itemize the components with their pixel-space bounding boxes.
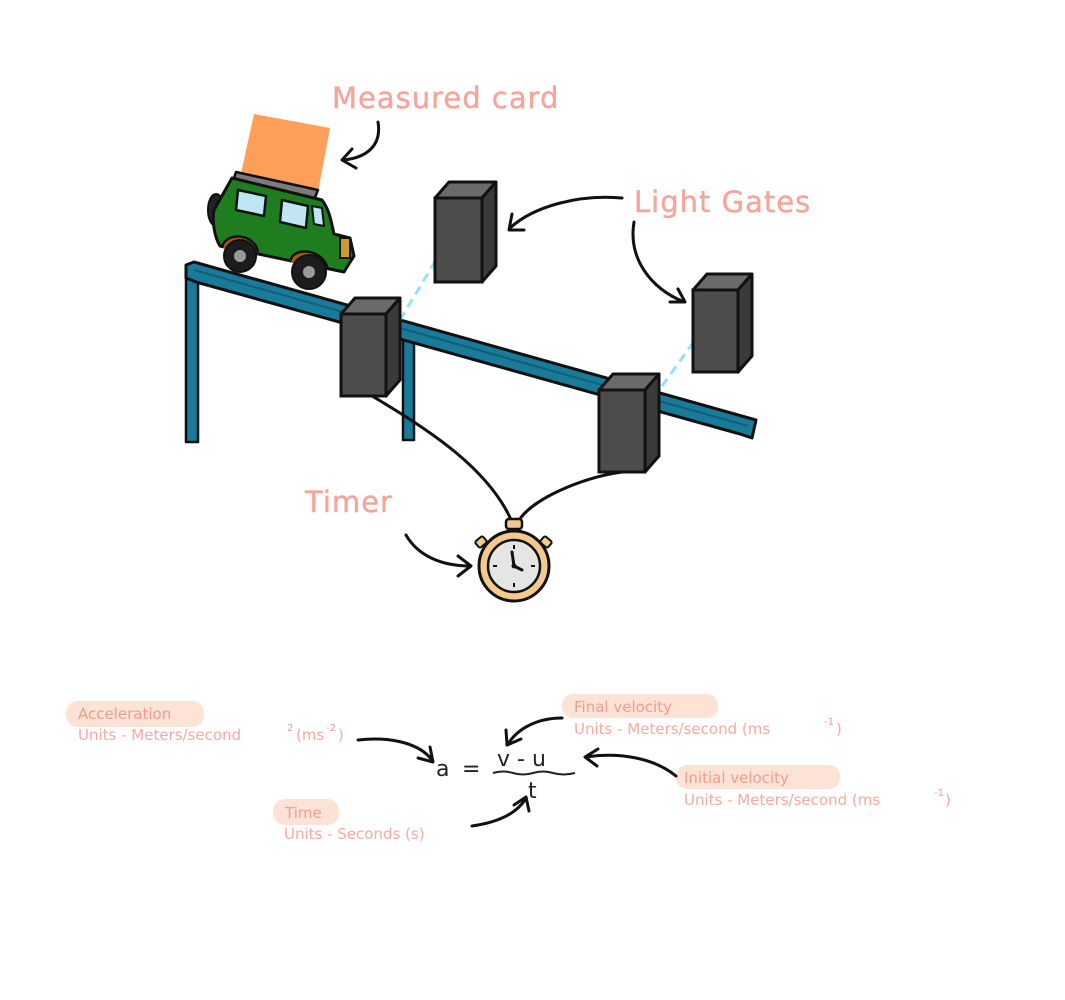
acceleration-unit-close: )	[338, 726, 344, 744]
acceleration-title: Acceleration	[78, 705, 171, 723]
time-units: Units - Seconds (s)	[284, 825, 425, 843]
light-gates-arrow-top	[507, 195, 624, 232]
formula-lhs: a	[436, 757, 449, 782]
measured-card-shape	[240, 114, 330, 192]
final-velocity-unit-sup: -1	[824, 717, 834, 728]
final-velocity-annotation: Final velocity Units - Meters/second (ms…	[574, 698, 842, 738]
initial-velocity-arrow	[583, 747, 678, 778]
timer-wire-left	[370, 394, 514, 524]
measured-card-label: Measured card	[332, 81, 559, 115]
car-icon	[207, 114, 356, 290]
initial-velocity-annotation: Initial velocity Units - Meters/second (…	[684, 769, 951, 809]
acceleration-formula: a = v - u t	[436, 747, 576, 804]
initial-velocity-unit-close: )	[945, 791, 951, 809]
light-gates-label: Light Gates	[634, 185, 811, 219]
light-gate-top-right	[691, 272, 754, 374]
formula-denominator: t	[528, 779, 537, 804]
measured-card-arrow	[340, 120, 381, 170]
acceleration-unit-sup: -2	[326, 723, 336, 734]
acceleration-highlight	[66, 701, 204, 727]
acceleration-units: Units - Meters/second	[78, 726, 241, 744]
formula-fraction-bar	[492, 770, 576, 776]
final-velocity-units: Units - Meters/second (ms	[574, 720, 770, 738]
timer-wire-right	[516, 470, 624, 524]
initial-velocity-unit-sup: -1	[934, 788, 944, 799]
initial-velocity-highlight	[676, 765, 840, 789]
timer-arrow	[404, 533, 473, 578]
stopwatch-icon	[474, 517, 553, 603]
time-title: Time	[284, 804, 322, 822]
acceleration-unit-symbol: (ms	[296, 726, 324, 744]
final-velocity-arrow	[504, 716, 564, 747]
acceleration-arrow	[356, 737, 435, 764]
final-velocity-title: Final velocity	[574, 698, 672, 716]
formula-equals: =	[462, 757, 480, 782]
timer-label: Timer	[304, 485, 393, 519]
light-gate-bottom-right	[597, 372, 661, 474]
time-highlight	[273, 799, 339, 825]
initial-velocity-title: Initial velocity	[684, 769, 789, 787]
light-gate-top-left	[433, 180, 498, 284]
final-velocity-unit-close: )	[836, 720, 842, 738]
time-arrow	[470, 795, 531, 828]
initial-velocity-units: Units - Meters/second (ms	[684, 791, 880, 809]
final-velocity-highlight	[562, 694, 718, 718]
track	[184, 260, 758, 444]
acceleration-annotation: Acceleration Units - Meters/second 2 (ms…	[78, 705, 344, 744]
light-gate-bottom-left	[339, 296, 402, 398]
acceleration-units-sup: 2	[287, 723, 293, 734]
light-gates-arrow-bottom	[631, 220, 687, 304]
time-annotation: Time Units - Seconds (s)	[284, 804, 425, 843]
formula-numerator: v - u	[497, 747, 546, 772]
